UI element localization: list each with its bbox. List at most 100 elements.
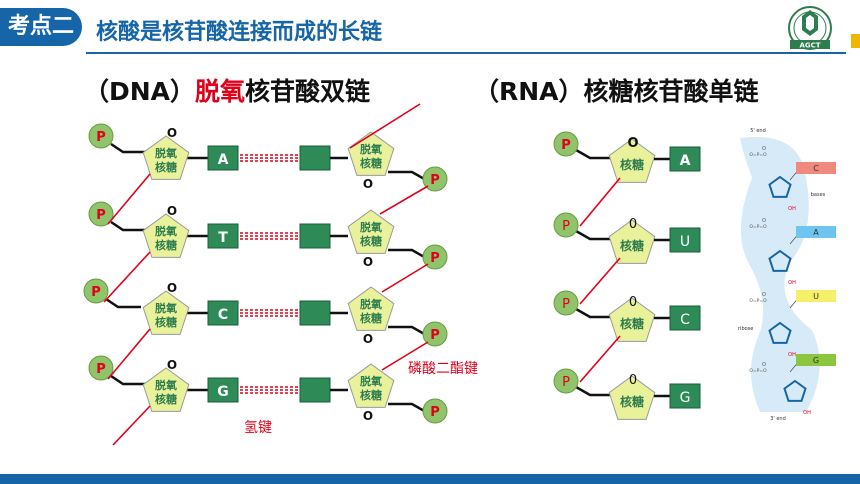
phosphate-label: P	[430, 251, 440, 266]
hydroxyl-label: OH	[788, 206, 796, 212]
phosphate-label: P	[91, 285, 101, 300]
phosphate-label: P	[562, 375, 570, 390]
page-title: 核酸是核苷酸连接而成的长链	[96, 20, 383, 45]
atom-label: O=P=O	[749, 152, 767, 158]
phosphate-label: P	[96, 362, 106, 377]
footer-bar	[0, 474, 860, 484]
oxygen-label: O	[363, 409, 373, 423]
phosphate-label: P	[430, 173, 440, 188]
base-label: C	[680, 312, 690, 328]
base-label: U	[680, 234, 690, 250]
phosphate	[422, 244, 448, 270]
atom-label: O	[762, 218, 766, 224]
oxygen-label: 0	[629, 295, 637, 310]
base-label: T	[218, 230, 228, 246]
phosphodiester-bond	[579, 257, 621, 305]
phosphate-label: P	[96, 208, 106, 223]
phosphate-label: P	[430, 328, 440, 343]
bases-label: bases	[811, 192, 826, 198]
backbone-bond	[388, 248, 427, 260]
oxygen-label: 0	[629, 217, 637, 232]
base	[669, 305, 701, 331]
sugar-label: 核糖	[155, 392, 177, 406]
oxygen-label: O	[363, 177, 373, 191]
phosphate-label: P	[430, 405, 440, 420]
deoxyribose-sugar	[142, 135, 190, 180]
oxygen-label: O	[167, 358, 177, 372]
oxygen-label: O	[363, 332, 373, 346]
complementary-base	[299, 300, 331, 326]
base	[207, 300, 239, 326]
phosphate-label: P	[562, 297, 570, 312]
phosphate	[553, 368, 579, 394]
structure-base-label: A	[813, 228, 819, 237]
dna-heading-highlight: 脱氧	[195, 77, 246, 106]
sugar-label: 脱氧	[360, 297, 382, 311]
phosphodiester-bond	[107, 328, 151, 380]
ribose-sugar	[608, 138, 656, 183]
sugar-label: 核糖	[155, 315, 177, 329]
deoxyribose-sugar	[347, 363, 395, 408]
hydrogen-bond-label: 氢键	[244, 420, 272, 436]
accent-mark	[851, 34, 860, 48]
phosphodiester-bond	[349, 103, 421, 149]
phosphate	[88, 123, 114, 149]
ribose-sugar	[608, 219, 656, 264]
sugar-label: 核糖	[360, 311, 382, 325]
phosphodiester-bond-label: 磷酸二酯键	[408, 361, 478, 377]
dna-heading-prefix: （DNA）	[84, 77, 196, 106]
phosphate	[422, 398, 448, 424]
backbone-bond	[575, 307, 612, 319]
oxygen-label: 0	[629, 373, 637, 388]
atom-label: O	[762, 146, 766, 152]
sugar-label: 核糖	[155, 238, 177, 252]
phosphodiester-bond	[107, 173, 151, 225]
phosphodiester-bond	[381, 263, 429, 293]
phosphate	[553, 290, 579, 316]
backbone-bond	[575, 385, 612, 397]
phosphate	[422, 166, 448, 192]
phosphodiester-bond	[112, 405, 151, 446]
phosphodiester-bond	[381, 341, 429, 371]
deoxyribose-sugar	[347, 209, 395, 254]
school-logo-icon: AGCT	[788, 6, 832, 50]
base-label: A	[218, 152, 229, 168]
ribose-ring	[768, 321, 792, 344]
oxygen-label: O	[167, 281, 177, 295]
hydroxyl-label: OH	[803, 410, 811, 416]
phosphate-label: P	[562, 219, 570, 234]
phosphodiester-bond	[103, 251, 151, 303]
backbone-bond	[388, 170, 427, 182]
sugar-label: 脱氧	[360, 220, 382, 234]
phosphodiester-bond	[579, 335, 621, 383]
atom-label: O	[762, 362, 766, 368]
phosphate	[88, 201, 114, 227]
atom-label: O=P=O	[749, 368, 767, 374]
structure-base	[796, 290, 836, 302]
base-label: G	[680, 390, 691, 406]
header-divider	[86, 52, 846, 54]
base	[207, 145, 239, 171]
phosphate	[553, 131, 579, 157]
rna-heading: （RNA）核糖核苷酸单链	[474, 77, 759, 106]
sugar-label: 核糖	[620, 157, 644, 172]
sugar-label: 核糖	[155, 160, 177, 174]
ribose-ring	[783, 379, 807, 402]
structure-base	[796, 162, 836, 174]
ribose-sugar	[608, 375, 656, 420]
backbone-bond	[575, 148, 612, 160]
ribose-ring	[768, 249, 792, 272]
sugar-label: 脱氧	[155, 301, 177, 315]
sugar-label: 脱氧	[155, 378, 177, 392]
backbone-bond	[105, 297, 141, 309]
sugar-label: 脱氧	[360, 374, 382, 388]
backbone-bond	[110, 220, 146, 232]
backbone-bond	[388, 402, 427, 414]
sugar-label: 脱氧	[155, 146, 177, 160]
three-prime-end-label: 3' end	[770, 416, 786, 422]
base	[669, 227, 701, 253]
oxygen-label: O	[363, 255, 373, 269]
base-label: A	[680, 153, 691, 169]
oxygen-label: O	[627, 136, 638, 151]
